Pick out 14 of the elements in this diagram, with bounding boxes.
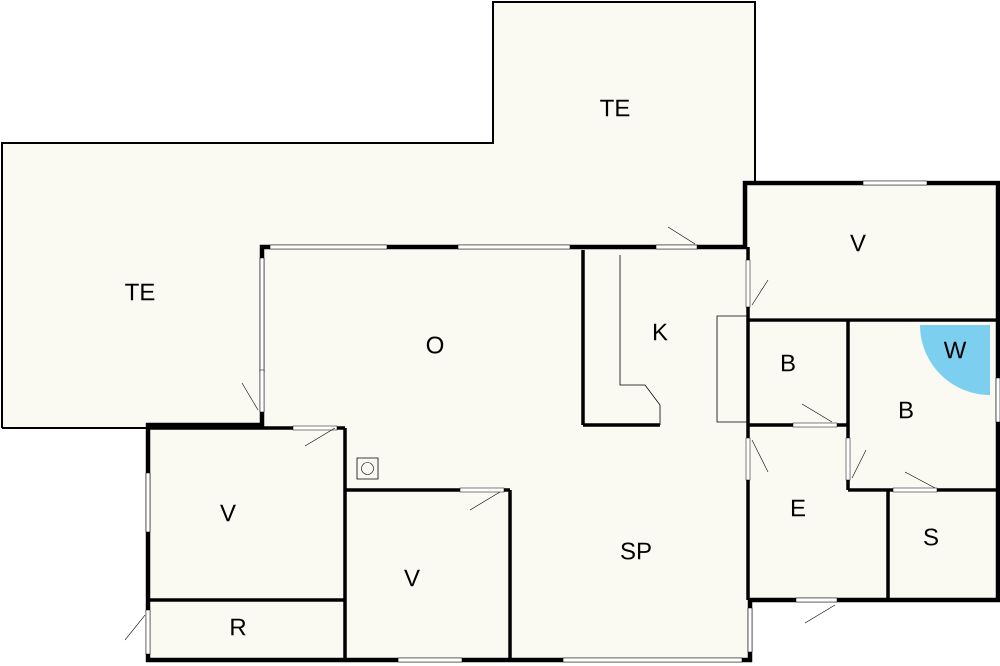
room-label: K [654,324,668,340]
room-label: TE [125,284,154,300]
room-label: O [426,336,444,354]
room-label: E [792,500,805,516]
room-label: V [220,504,236,522]
room-label: S [924,528,938,546]
room-label: TE [600,100,630,116]
room-label: B [900,402,913,418]
room-label: W [944,342,966,358]
room-label: B [782,354,795,372]
room-label: V [404,570,420,586]
room-label: V [850,234,866,252]
room-label: R [231,618,246,636]
room-label: SP [621,542,651,560]
